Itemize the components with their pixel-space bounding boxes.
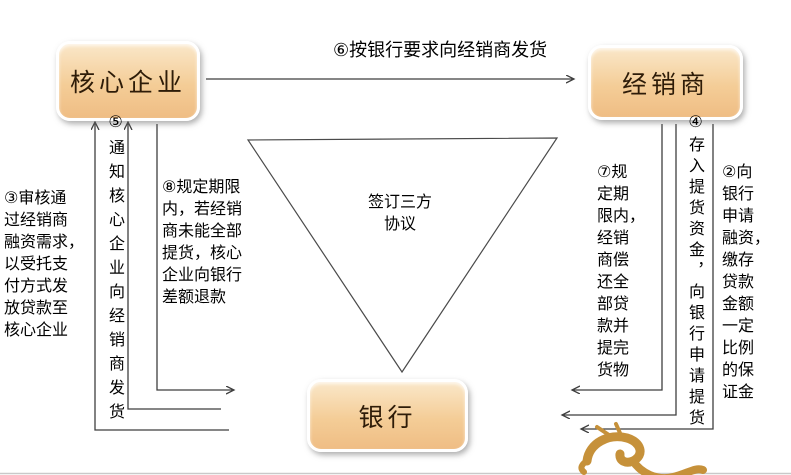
label-step5: ⑤通知核心企业向经销商发货 <box>106 112 123 427</box>
label-step2: ②向 银行 申请 融资， 缴存 贷款 金额 一定 比例 的保 证金 <box>722 164 771 401</box>
arrow-step5 <box>128 122 221 410</box>
arrow-step7 <box>572 124 663 390</box>
label-step8: ⑧规定期限 内，若经销 商未能全部 提货，核心 企业向银行 差额退款 <box>162 179 243 306</box>
dragon-logo <box>578 422 707 475</box>
label-step7: ⑦规 定期 限内， 经销 商偿 还全 部贷 款并 提完 货物 <box>597 164 646 379</box>
arrow-step8 <box>156 124 234 390</box>
node-core-enterprise: 核心企业 <box>56 41 200 121</box>
label-agreement: 签订三方 协议 <box>367 194 432 233</box>
label-step4: ④存入提货资金，向银行申请提货 <box>686 112 703 430</box>
arrow-step4 <box>562 124 677 415</box>
node-core-enterprise-label: 核心企业 <box>69 69 186 97</box>
node-distributor: 经销商 <box>588 45 743 120</box>
arrow-step3 <box>95 122 229 431</box>
label-step3: ③审核通 过经销商 融资需求， 以受托支 付方式发 放贷款至 核心企业 <box>4 190 85 339</box>
arrow-step2 <box>581 124 714 429</box>
node-bank: 银行 <box>307 379 468 452</box>
tripartite-triangle <box>246 137 559 374</box>
node-bank-label: 银行 <box>358 403 417 432</box>
node-distributor-label: 经销商 <box>621 70 709 99</box>
label-step6: ⑥按银行要求向经销商发货 <box>333 40 548 60</box>
